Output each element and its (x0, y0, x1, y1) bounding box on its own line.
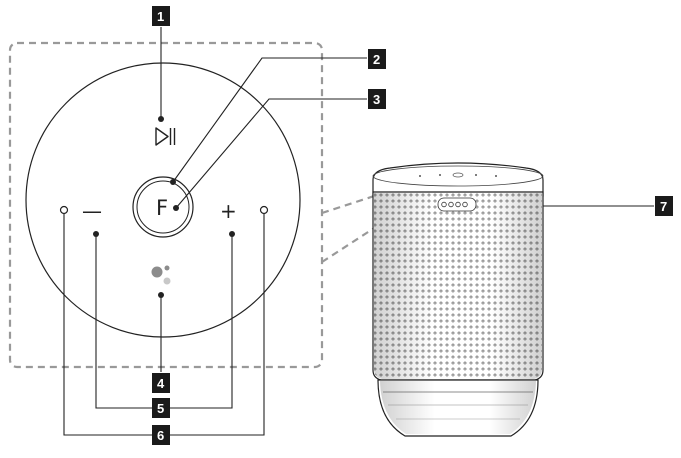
volume-down-icon[interactable]: — (82, 199, 102, 223)
svg-text:1: 1 (157, 9, 164, 24)
mic-indicator-right-icon (261, 207, 268, 214)
callout-4: 4 (152, 373, 170, 393)
function-button-label: F (156, 196, 168, 220)
callout-6: 6 (152, 425, 170, 445)
mic-indicator-left-icon (61, 207, 68, 214)
svg-text:3: 3 (373, 92, 380, 107)
callout-5: 5 (152, 398, 170, 418)
callout-2: 2 (368, 49, 386, 69)
svg-text:7: 7 (660, 199, 667, 214)
svg-text:5: 5 (157, 401, 164, 416)
function-button[interactable]: F (133, 177, 193, 237)
play-pause-icon[interactable] (156, 128, 175, 145)
svg-text:4: 4 (157, 376, 165, 391)
google-assistant-icon (152, 266, 171, 285)
callout-1: 1 (152, 6, 170, 26)
svg-text:6: 6 (157, 428, 164, 443)
callout-3: 3 (368, 89, 386, 109)
speaker-side-view (373, 163, 543, 436)
speaker-button-strip[interactable] (438, 198, 476, 211)
volume-up-icon[interactable]: + (220, 199, 237, 223)
callout-7: 7 (655, 196, 673, 216)
svg-text:2: 2 (373, 52, 380, 67)
